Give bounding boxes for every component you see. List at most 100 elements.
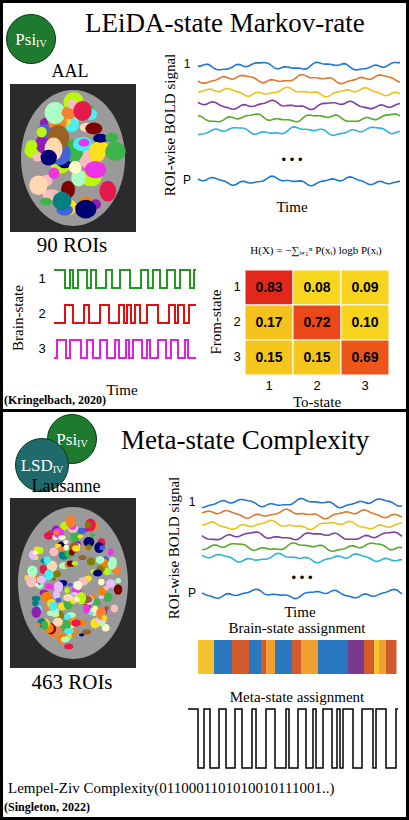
brain-region <box>93 570 103 577</box>
matrix-cell: 0.15 <box>255 350 282 365</box>
text-label: 2 <box>38 307 45 321</box>
text-label: Meta-state assignment <box>230 689 365 706</box>
brain-region <box>54 581 63 592</box>
matrix-cell: 0.15 <box>303 350 330 365</box>
brain-region <box>114 584 122 594</box>
state-stripe <box>266 640 276 674</box>
brain-region <box>27 566 37 577</box>
brain-region <box>99 588 106 596</box>
brain-region <box>96 607 106 620</box>
text-label: (Kringelbach, 2020) <box>4 394 106 407</box>
text-label: 2 <box>233 315 240 329</box>
brain-region <box>115 578 121 583</box>
brain-outline <box>21 90 125 226</box>
text-label: 1 <box>233 280 240 294</box>
brain-image-ground <box>10 498 136 668</box>
text-label: P <box>188 587 196 600</box>
panel: Meta-state ComplexityPsiIVLSDIV <box>0 409 409 820</box>
brain-region <box>63 594 74 601</box>
matrix-cell: 0.08 <box>303 280 330 295</box>
brain-region <box>83 604 90 613</box>
drug-badge: PsiIV <box>6 14 56 64</box>
matrix-cell: 0.10 <box>351 315 378 330</box>
state-stripe <box>325 640 344 674</box>
text-label: • • • <box>282 153 303 167</box>
text-label: To-state <box>293 394 341 411</box>
badge-text: LSD <box>21 457 53 474</box>
bold-signals <box>198 62 402 598</box>
state-stripe <box>232 640 250 674</box>
brain-region <box>87 558 95 566</box>
state-stripe <box>292 640 302 674</box>
brain-region <box>85 123 102 135</box>
brain-region <box>105 133 118 143</box>
brain-region <box>69 161 82 174</box>
brain-region <box>26 140 37 151</box>
state-trace <box>188 709 398 768</box>
state-stripe <box>249 640 262 674</box>
brain-region <box>72 545 80 551</box>
brain-region <box>71 619 80 626</box>
bold-trace <box>198 87 400 97</box>
state-stripe <box>214 640 233 674</box>
text-label: 2 <box>313 379 320 393</box>
state-stripe <box>318 640 326 674</box>
brain-region <box>32 600 39 606</box>
brain-region <box>35 623 40 626</box>
axis-label: ROI-wise BOLD signal <box>166 477 183 620</box>
text-label: P <box>183 174 191 187</box>
brain-region <box>100 545 106 550</box>
bold-trace <box>202 589 402 598</box>
matrix-cell: 0.83 <box>255 280 282 295</box>
axis-label: From-state <box>208 290 225 355</box>
brain-region <box>41 621 48 630</box>
matrix-cell: 0.17 <box>255 315 282 330</box>
state-trace <box>54 340 196 358</box>
brain-region <box>29 176 47 196</box>
brain-region <box>64 628 74 634</box>
brain-region <box>74 101 92 121</box>
brain-region <box>79 555 87 560</box>
brain-region <box>64 614 71 620</box>
brain-region <box>61 636 70 642</box>
brain-region <box>108 549 114 556</box>
brain-state-bar <box>198 640 397 674</box>
text-label: Lempel-Ziv Complexity(011000110101001011… <box>8 780 334 797</box>
matrix-cell: 0.72 <box>303 315 330 330</box>
bold-trace <box>202 520 402 529</box>
text-label: Time <box>276 199 307 216</box>
brain-region <box>93 134 107 143</box>
brain-region <box>66 515 76 528</box>
brain-region <box>41 150 57 166</box>
panel-title: Meta-state Complexity <box>121 426 369 456</box>
state-stripe <box>275 640 293 674</box>
brain-region <box>79 633 84 636</box>
brain-region <box>49 548 58 557</box>
brain-region <box>49 601 57 611</box>
bold-trace <box>198 62 400 70</box>
text-label: 90 ROIs <box>37 234 108 257</box>
brain-region <box>40 198 52 206</box>
brain-region <box>105 142 125 161</box>
matrix-cell: 0.69 <box>351 350 378 365</box>
brain-region <box>64 644 73 650</box>
brain-region <box>44 532 54 540</box>
axis-label: Brain-state <box>10 285 27 351</box>
state-stripe <box>364 640 375 674</box>
badge-subscript: IV <box>36 39 47 49</box>
state-stripe <box>386 640 397 674</box>
brain-region <box>85 161 107 178</box>
brain-region <box>45 584 53 590</box>
brain-region <box>72 561 78 566</box>
brain-region <box>68 583 73 587</box>
text-label: 3 <box>233 350 240 364</box>
brain-region <box>85 519 96 532</box>
panel-title: LEiDA-state Markov-rate <box>85 9 365 39</box>
badge-text: Psi <box>15 31 36 48</box>
bold-trace <box>202 553 402 563</box>
badge-subscript: IV <box>77 439 88 449</box>
brain-region <box>44 556 51 563</box>
text-label: Time <box>284 604 315 621</box>
brain-state-traces <box>54 270 196 358</box>
